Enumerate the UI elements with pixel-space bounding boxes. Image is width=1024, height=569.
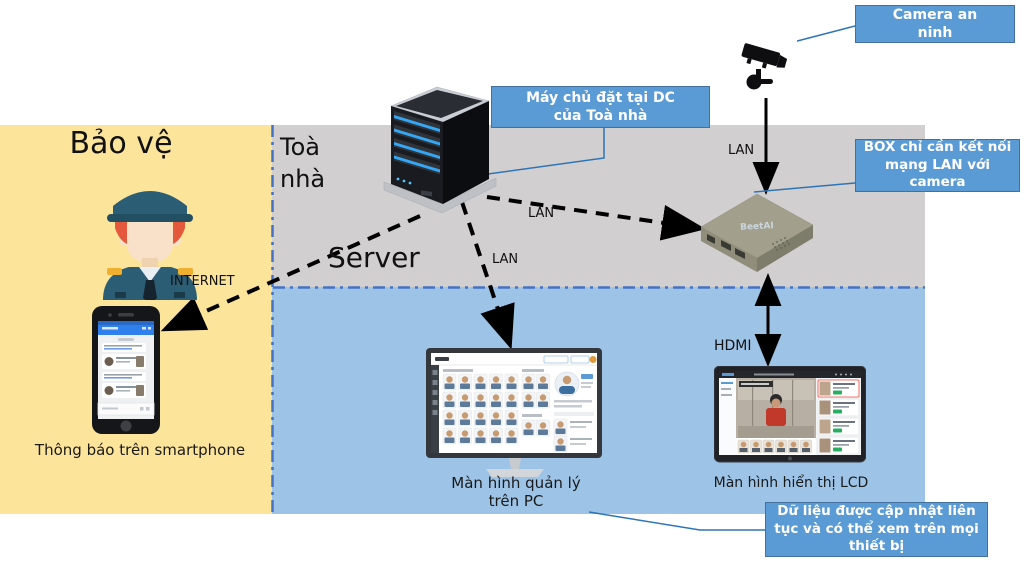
phone-message-2	[102, 372, 146, 398]
lan-label-server-box: LAN	[528, 206, 555, 221]
lcd-detection-list	[816, 378, 861, 455]
server-led-bays	[394, 111, 440, 175]
pc-face-grid	[442, 373, 550, 445]
zone-guard-title: Bảo vệ	[69, 126, 173, 161]
callout-server-dc: Máy chủ đặt tại DC của Toà nhà	[491, 86, 710, 128]
ai-box-device: BeetAI	[700, 193, 814, 272]
connector-server-callout	[465, 128, 605, 178]
zone-building-gray	[272, 125, 925, 287]
server-label: Server	[328, 241, 420, 274]
box-brand-label: BeetAI	[740, 221, 774, 233]
security-camera-icon	[735, 36, 797, 98]
pc-profile-panel	[553, 371, 594, 453]
zone-building-title: Toà nhà	[280, 133, 326, 194]
lcd-display	[714, 366, 866, 463]
lcd-live-view	[736, 378, 816, 438]
smartphone	[92, 306, 160, 434]
pc-monitor	[426, 348, 602, 477]
line-lan-server-pc	[460, 201, 515, 350]
phone-message-1	[102, 343, 146, 369]
callout-camera: Camera an ninh	[855, 5, 1015, 43]
line-lan-server-box	[486, 195, 706, 241]
lan-label-server-pc: LAN	[492, 252, 519, 267]
lcd-caption: Màn hình hiển thị LCD	[713, 475, 869, 491]
smartphone-caption: Thông báo trên smartphone	[34, 441, 246, 459]
line-internet-server-phone	[160, 214, 421, 332]
server-tower	[383, 86, 497, 214]
connector-data-callout	[588, 511, 765, 531]
callout-box-lan: BOX chỉ cần kết nối mạng LAN với camera	[855, 139, 1020, 192]
lan-label-camera-box: LAN	[728, 143, 755, 158]
connector-box-callout	[753, 182, 856, 193]
box-vent	[772, 237, 790, 251]
pc-caption: Màn hình quản lý trên PC	[451, 474, 581, 510]
hdmi-label: HDMI	[714, 338, 752, 354]
security-guard-icon	[103, 191, 197, 300]
callout-data-update: Dữ liệu được cập nhật liên tục và có thể…	[765, 502, 988, 557]
internet-label: INTERNET	[170, 274, 235, 289]
